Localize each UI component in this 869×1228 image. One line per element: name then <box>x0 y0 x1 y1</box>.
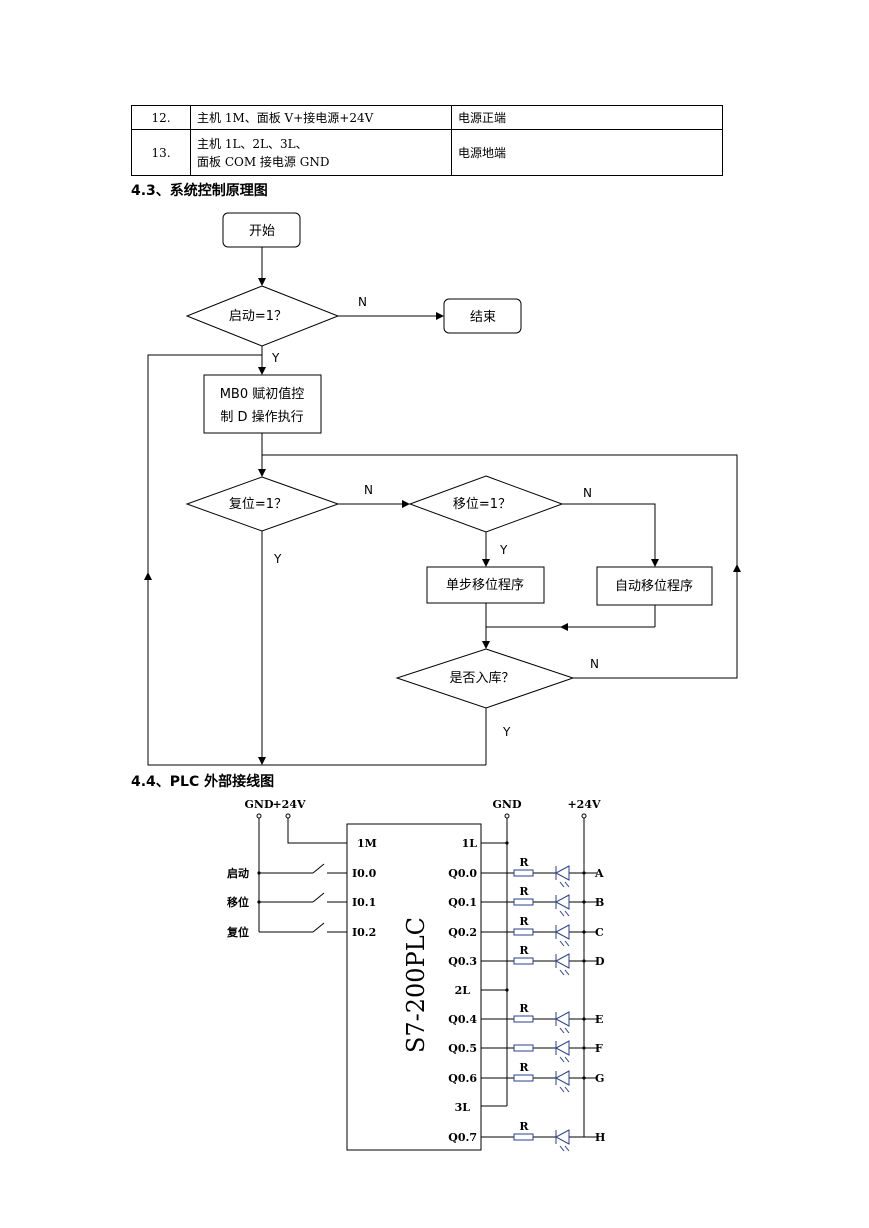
pin-label-q0-2: Q0.2 <box>448 926 477 939</box>
resistor-label: R <box>519 1002 529 1015</box>
gnd-label: GND <box>493 798 522 811</box>
auto-move-box <box>596 566 713 606</box>
row-description: 主机 1L、2L、3L、 面板 COM 接电源 GND <box>190 129 452 176</box>
output-label-b: B <box>595 896 604 909</box>
end-box <box>443 298 522 334</box>
no-label: N <box>583 486 592 500</box>
resistor <box>513 1133 534 1141</box>
pin-label-q0-4: Q0.4 <box>448 1013 477 1026</box>
single-step-box <box>426 566 545 604</box>
gnd-label: GND <box>245 798 274 811</box>
resistor-label: R <box>519 915 529 928</box>
section-heading-4-4: 4.4、PLC 外部接线图 <box>131 774 275 790</box>
pin-label-1m: 1M <box>357 837 377 850</box>
init-label-line1: MB0 赋初值控 <box>220 386 305 402</box>
row-description-line: 主机 1L、2L、3L、 <box>197 136 308 151</box>
resistor-label: R <box>519 1061 529 1074</box>
table-row: 12. 主机 1M、面板 V+接电源+24V 电源正端 <box>131 105 723 130</box>
section-heading-4-3: 4.3、系统控制原理图 <box>131 183 268 199</box>
start-label: 开始 <box>249 224 275 239</box>
input-label-move: 移位 <box>227 895 249 909</box>
no-label: N <box>364 483 373 497</box>
pin-label-q0-1: Q0.1 <box>448 896 477 909</box>
resistor <box>513 928 534 936</box>
pin-label-q0-0: Q0.0 <box>448 867 477 880</box>
wiring-table: 12. 主机 1M、面板 V+接电源+24V 电源正端 13. 主机 1L、2L… <box>131 105 723 176</box>
pin-label-2l: 2L <box>455 984 471 997</box>
output-label-d: D <box>595 955 605 968</box>
row-note: 电源地端 <box>451 129 723 176</box>
led-icon <box>554 1040 570 1063</box>
resistor-label: R <box>519 944 529 957</box>
plc-body <box>346 823 482 1151</box>
end-label: 结束 <box>470 310 496 325</box>
row-description-line: 面板 COM 接电源 GND <box>197 154 330 169</box>
led-icon <box>554 894 570 917</box>
resistor <box>513 1015 534 1023</box>
pin-label-q0-6: Q0.6 <box>448 1072 477 1085</box>
yes-label: Y <box>271 351 280 365</box>
led-icon <box>554 953 570 976</box>
led-icon <box>554 924 570 947</box>
pin-label-q0-3: Q0.3 <box>448 955 477 968</box>
plus-24v-label: +24V <box>567 798 601 811</box>
output-label-a: A <box>594 867 604 880</box>
resistor <box>513 869 534 877</box>
reset-check-label: 复位=1？ <box>229 497 287 512</box>
output-label-h: H <box>595 1131 605 1144</box>
stored-check-label: 是否入库？ <box>449 670 514 686</box>
output-label-g: G <box>595 1072 604 1085</box>
pin-label-i0-2: I0.2 <box>352 926 376 939</box>
row-number: 12. <box>131 105 191 130</box>
resistor-label: R <box>519 885 529 898</box>
no-label: N <box>358 295 367 309</box>
pin-label-q0-7: Q0.7 <box>448 1131 477 1144</box>
pin-label-q0-5: Q0.5 <box>448 1042 477 1055</box>
start-check-label: 启动=1？ <box>229 309 287 324</box>
output-label-e: E <box>595 1013 603 1026</box>
move-check-label: 移位=1？ <box>453 497 511 512</box>
row-description: 主机 1M、面板 V+接电源+24V <box>190 105 452 130</box>
output-label-f: F <box>595 1042 603 1055</box>
auto-move-label: 自动移位程序 <box>615 579 693 594</box>
plus-24v-label: +24V <box>272 798 306 811</box>
resistor <box>513 957 534 965</box>
input-label-reset: 复位 <box>226 925 249 939</box>
pin-label-1l: 1L <box>462 837 478 850</box>
led-icon <box>554 1011 570 1034</box>
pin-label-3l: 3L <box>455 1101 471 1114</box>
row-number: 13. <box>131 129 191 176</box>
pin-label-i0-1: I0.1 <box>352 896 376 909</box>
yes-label: Y <box>502 725 511 739</box>
init-label-line2: 制 D 操作执行 <box>220 409 303 425</box>
yes-label: Y <box>273 552 282 566</box>
no-label: N <box>590 657 599 671</box>
resistor <box>513 1074 534 1082</box>
led-icon <box>554 865 570 888</box>
led-icon <box>554 1070 570 1093</box>
resistor <box>513 898 534 906</box>
led-icon <box>554 1129 570 1152</box>
input-label-start: 启动 <box>227 866 249 880</box>
resistor <box>513 1044 534 1052</box>
single-step-label: 单步移位程序 <box>446 578 524 593</box>
yes-label: Y <box>499 543 508 557</box>
resistor-label: R <box>519 1120 529 1133</box>
plc-model-label: S7-200PLC <box>402 917 430 1053</box>
resistor-label: R <box>519 856 529 869</box>
table-row: 13. 主机 1L、2L、3L、 面板 COM 接电源 GND 电源地端 <box>131 129 723 176</box>
output-label-c: C <box>595 926 604 939</box>
pin-label-i0-0: I0.0 <box>352 867 377 880</box>
init-box <box>203 374 322 434</box>
